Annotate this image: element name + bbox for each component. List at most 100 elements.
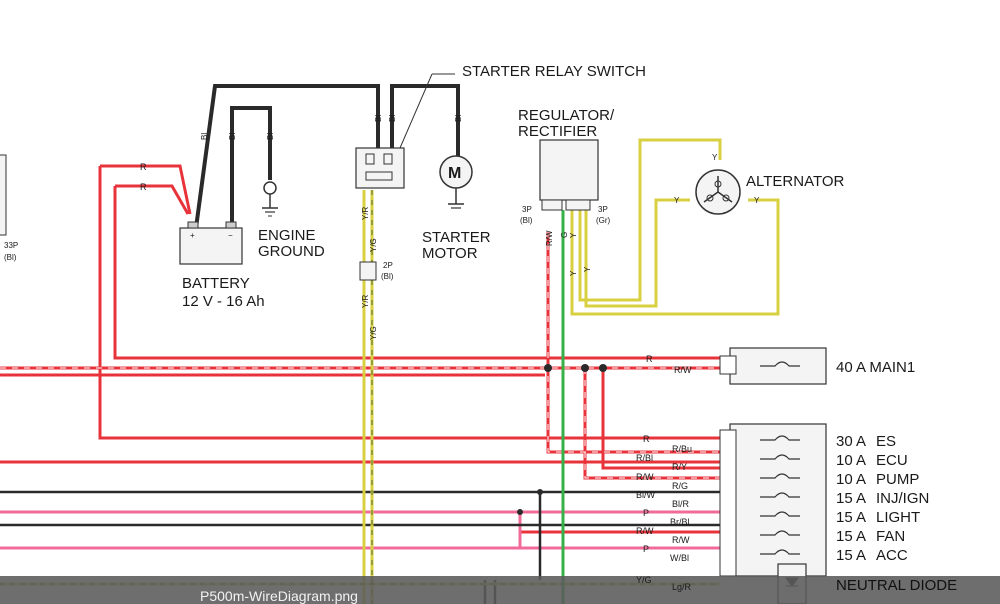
wire-code-r-2: R	[140, 182, 147, 192]
wire-code-y-alt-1: Y	[712, 153, 718, 162]
fuse-rows: 30 A ES 10 A ECU 10 A PUMP 15 A INJ/IGN …	[760, 433, 929, 564]
engine-ground-label-2: GROUND	[258, 243, 325, 260]
fuse-rating: 15 A	[836, 509, 866, 526]
fuse-rating: 15 A	[836, 490, 866, 507]
wire-code: R/Y	[672, 462, 687, 472]
battery-label: BATTERY	[182, 275, 250, 292]
wire-code: R/W	[636, 472, 654, 482]
fuse-wire-codes: R R/Bu R/Bl R/Y R/W R/G Bl/W Bl/R P Br/B…	[636, 434, 692, 563]
fuse-rating: 10 A	[836, 452, 866, 469]
wire-code-bl-6: Bl	[454, 115, 463, 122]
fuse-rating: 15 A	[836, 547, 866, 564]
connector-33p	[0, 154, 7, 236]
yellow-wires	[0, 138, 780, 604]
fuse-row-fan: 15 A FAN	[760, 528, 905, 545]
battery: + −	[179, 221, 243, 265]
main-fuse-box	[729, 347, 827, 385]
red-wire-es-fuse	[98, 166, 720, 440]
regulator-connector-left	[541, 199, 563, 211]
wire-code: W/Bl	[670, 553, 689, 563]
fuse-box	[729, 423, 827, 577]
main-fuse-icon	[760, 361, 800, 367]
fuse-row-pump: 10 A PUMP	[760, 471, 919, 488]
fuse-name: FAN	[876, 528, 905, 545]
wire-code: Br/Bl	[670, 517, 690, 527]
fuse-icon	[760, 511, 800, 517]
wire-code-y-3: Y	[583, 266, 592, 272]
wire-code-rw-main: R/W	[674, 365, 692, 375]
wire-code-bl-2: Bl	[228, 133, 237, 140]
fuse-row-ecu: 10 A ECU	[760, 452, 908, 469]
alternator-icon	[695, 169, 741, 215]
fuse-row-inj-ign: 15 A INJ/IGN	[760, 490, 929, 507]
wire-code-bl-1: Bl	[200, 133, 209, 140]
regulator-label-1: REGULATOR/	[518, 107, 615, 124]
black-wires	[194, 84, 460, 229]
image-caption: P500m-WireDiagram.png	[200, 588, 358, 604]
fuse-rating: 30 A	[836, 433, 866, 450]
connector-2p-label: 2P	[383, 261, 393, 270]
wire-code-yr-2: Y/R	[361, 294, 370, 308]
black-wire-engine-ground	[230, 106, 272, 228]
fuse-row-light: 15 A LIGHT	[760, 509, 920, 526]
yellow-wire-alt-2	[584, 198, 690, 308]
fuse-row-acc: 15 A ACC	[760, 547, 908, 564]
wire-code-y-1: Y	[569, 232, 578, 238]
black-wire-relay-motor	[390, 84, 460, 150]
pink-wires	[0, 510, 720, 550]
svg-text:+: +	[190, 231, 195, 240]
fuse-row-es: 30 A ES	[760, 433, 896, 450]
starter-motor-label-1: STARTER	[422, 229, 491, 246]
starter-relay-switch	[355, 147, 405, 189]
main-fuse-label: 40 A MAIN1	[836, 359, 915, 376]
wire-code-bl-3: Bl	[266, 133, 275, 140]
wire-code: R/W	[636, 526, 654, 536]
fuse-rating: 15 A	[836, 528, 866, 545]
fuse-rating: 10 A	[836, 471, 866, 488]
fuse-icon	[760, 530, 800, 536]
wire-code-g: G	[560, 232, 569, 238]
red-wire-ry	[601, 368, 720, 470]
yellow-wire-alt-3	[570, 198, 780, 316]
wire-code-y-alt-3: Y	[754, 196, 760, 205]
fuse-name: INJ/IGN	[876, 490, 929, 507]
fuse-icon	[760, 549, 800, 555]
caption-bar: P500m-WireDiagram.png	[0, 576, 1000, 604]
connector-33p-color: (Bl)	[4, 253, 17, 262]
regulator-label-2: RECTIFIER	[518, 123, 597, 140]
wire-code: P	[643, 508, 649, 518]
fuse-icon	[760, 473, 800, 479]
wire-code-rw-reg: R/W	[545, 230, 554, 246]
wire-code-yg-2: Y/G	[369, 326, 378, 340]
red-wire-battery-2	[115, 184, 190, 215]
red-wire-regulator	[546, 232, 720, 454]
engine-ground-icon	[262, 181, 278, 217]
wire-code: R/Bu	[672, 444, 692, 454]
connector-3p-left: 3P	[522, 205, 532, 214]
black-wire-battery-relay	[194, 84, 380, 229]
wire-code-r-1: R	[140, 162, 147, 172]
wire-code-y-alt-2: Y	[674, 196, 680, 205]
fuse-icon	[760, 454, 800, 460]
yellow-wire-alt-1	[578, 138, 722, 302]
wire-code: R	[643, 434, 650, 444]
wire-code: R/W	[672, 535, 690, 545]
neutral-diode-label: NEUTRAL DIODE	[836, 577, 958, 594]
connector-3p-right: 3P	[598, 205, 608, 214]
wire-code-y-2: Y	[569, 270, 578, 276]
connector-3p-right-color: (Gr)	[596, 216, 611, 225]
red-wire-battery-1	[100, 164, 192, 215]
alternator-label: ALTERNATOR	[746, 173, 845, 190]
connector-3p-left-color: (Bl)	[520, 216, 533, 225]
connector-2p-color: (Bl)	[381, 272, 394, 281]
wire-code: Bl/W	[636, 490, 656, 500]
wire-code-bl-5: Bl	[388, 115, 397, 122]
regulator-connector-right	[565, 199, 591, 211]
fuse-name: LIGHT	[876, 509, 920, 526]
red-wire-main-fuse	[113, 186, 720, 360]
relay-contacts-icon	[365, 153, 393, 181]
fuse-icon	[760, 492, 800, 498]
starter-relay-label: STARTER RELAY SWITCH	[462, 63, 646, 80]
